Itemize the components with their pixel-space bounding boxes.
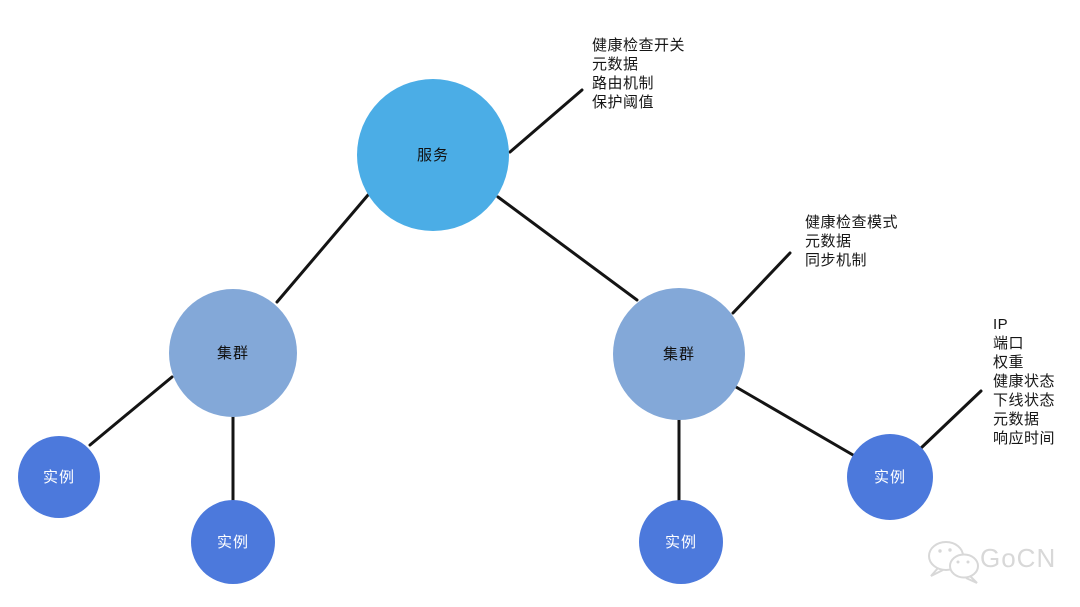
service-annotation-line: 健康检查开关: [592, 37, 686, 54]
wechat-bubble-small-tail: [965, 575, 978, 584]
instance-2-node: [191, 500, 275, 584]
instance-annotation-line: 权重: [993, 354, 1025, 371]
edge-group: [88, 88, 983, 502]
cluster-left-node: [169, 289, 297, 417]
service-annotation-line: 保护阈值: [592, 94, 655, 111]
instance-4-node: [847, 434, 933, 520]
service-annotation-line: 元数据: [592, 56, 639, 73]
instance-3-node: [639, 500, 723, 584]
wechat-eye-3: [956, 560, 960, 564]
wechat-icon: [928, 541, 979, 584]
wechat-bubble-small: [949, 553, 979, 579]
instance-3-node-label: 实例: [665, 534, 697, 551]
edge-service-annotation: [508, 88, 584, 154]
watermark-label: GoCN: [980, 543, 1056, 573]
cluster-annotation-line: 元数据: [805, 233, 852, 250]
service-node: [357, 79, 509, 231]
cluster-annotation-line: 同步机制: [805, 252, 868, 269]
instance-1-node-label: 实例: [43, 469, 75, 486]
service-annotation: 健康检查开关 元数据 路由机制 保护阈值: [592, 36, 685, 112]
cluster-right-node-label: 集群: [663, 346, 695, 363]
wechat-eye-4: [966, 560, 970, 564]
instance-annotation-line: 下线状态: [993, 392, 1056, 409]
service-annotation-line: 路由机制: [592, 75, 655, 92]
cluster-left-node-label: 集群: [217, 345, 249, 362]
instance-annotation-line: 响应时间: [993, 430, 1056, 447]
edge-service-cluster-left: [275, 193, 370, 304]
instance-annotation-line: 健康状态: [993, 373, 1056, 390]
service-node-label: 服务: [417, 147, 449, 164]
edge-instance-4-annotation: [918, 389, 983, 451]
cluster-annotation: 健康检查模式 元数据 同步机制: [805, 213, 898, 270]
cluster-right-node: [613, 288, 745, 420]
instance-4-node-label: 实例: [874, 469, 906, 486]
edge-cluster-right-annotation: [731, 251, 792, 315]
instance-annotation-line: IP: [993, 316, 1009, 333]
instance-1-node: [18, 436, 100, 518]
wechat-eye-1: [938, 549, 942, 553]
edge-cluster-right-instance-4: [734, 385, 855, 457]
wechat-bubble-large-tail: [930, 567, 944, 577]
wechat-eye-2: [948, 548, 952, 552]
instance-annotation: IP 端口 权重 健康状态 下线状态 元数据 响应时间: [993, 315, 1055, 448]
instance-annotation-line: 元数据: [993, 411, 1040, 428]
cluster-annotation-line: 健康检查模式: [805, 214, 899, 231]
instance-annotation-line: 端口: [993, 335, 1025, 352]
edge-service-cluster-right: [496, 195, 639, 302]
edge-cluster-left-instance-1: [88, 375, 174, 447]
instance-2-node-label: 实例: [217, 534, 249, 551]
